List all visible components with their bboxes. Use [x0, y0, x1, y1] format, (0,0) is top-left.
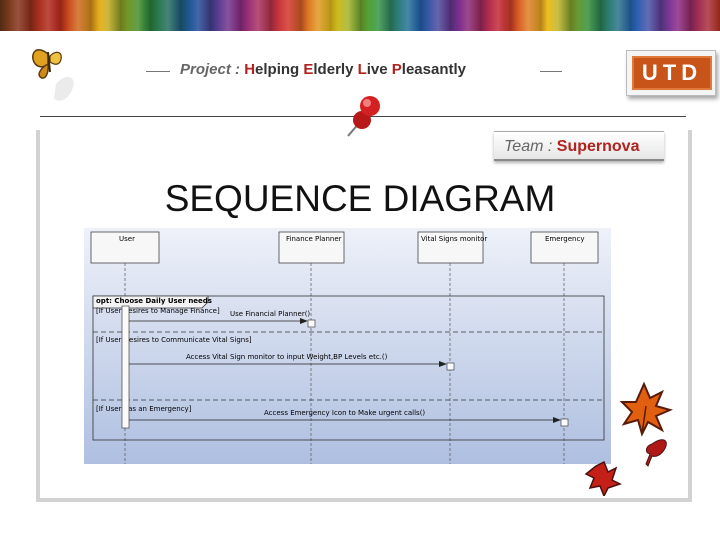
team-name: Supernova	[556, 138, 640, 155]
message-access-vital-sign-monitor: Access Vital Sign monitor to input Weigh…	[129, 353, 447, 367]
team-badge: Team : Supernova	[494, 131, 664, 161]
lifeline-label: Finance Planner	[286, 235, 342, 243]
team-label: Team :	[504, 138, 553, 155]
message-access-emergency-icon: Access Emergency Icon to Make urgent cal…	[129, 409, 561, 423]
lifeline-label: User	[119, 235, 135, 243]
project-word-rest: leasantly	[401, 61, 467, 78]
autumn-leaves-icon	[584, 381, 673, 496]
title-dash-left	[146, 71, 170, 72]
lifeline-label: Emergency	[545, 235, 584, 243]
combined-fragment	[92, 295, 605, 441]
message-label: Use Financial Planner()	[230, 310, 310, 318]
message-label: Access Emergency Icon to Make urgent cal…	[264, 409, 425, 417]
lifeline-vital-signs-monitor: Vital Signs monitor	[417, 231, 487, 464]
sequence-diagram: User Finance Planner Vital Signs monitor…	[84, 228, 611, 464]
butterfly-icon	[32, 49, 74, 101]
activation-bar	[560, 418, 569, 427]
project-title: Project : Helping Elderly Live Pleasantl…	[180, 61, 466, 78]
slide-frame-left	[36, 130, 40, 502]
decorative-top-banner	[0, 0, 720, 31]
guard-condition: [If User desires to Manage Finance]	[96, 307, 220, 315]
user-activation-bar	[121, 305, 130, 429]
message-use-financial-planner: Use Financial Planner()	[129, 310, 310, 324]
project-label: Project :	[180, 61, 241, 78]
activation-bar	[446, 362, 455, 371]
guard-condition: [If User Desires to Communicate Vital Si…	[96, 336, 252, 344]
lifeline-emergency: Emergency	[530, 231, 599, 464]
lifeline-finance-planner: Finance Planner	[278, 231, 345, 464]
slide-frame-right	[688, 130, 692, 498]
fragment-label-tab	[92, 295, 209, 309]
title-dash-right	[540, 71, 562, 72]
pushpin-icon	[347, 96, 380, 137]
slide-title: SEQUENCE DIAGRAM	[164, 178, 556, 219]
fragment-label: opt: Choose Daily User needs	[96, 297, 212, 305]
project-word-initial: H	[244, 61, 256, 78]
sequence-diagram-canvas: User Finance Planner Vital Signs monitor…	[84, 228, 611, 464]
project-word-rest: ive	[366, 61, 392, 78]
slide-frame-bottom	[36, 498, 692, 502]
project-word-initial: P	[391, 61, 402, 78]
project-word-initial: E	[303, 61, 314, 78]
message-label: Access Vital Sign monitor to input Weigh…	[186, 353, 388, 361]
project-word-initial: L	[357, 61, 367, 78]
diagram-background	[84, 228, 611, 464]
project-word-rest: elping	[255, 61, 304, 78]
lifeline-label: Vital Signs monitor	[421, 235, 487, 243]
utd-logo: UTD	[632, 56, 712, 90]
project-word-rest: lderly	[313, 61, 358, 78]
guard-condition: [If User has an Emergency]	[96, 405, 192, 413]
lifeline-user: User	[90, 231, 160, 464]
activation-bar	[307, 319, 316, 328]
